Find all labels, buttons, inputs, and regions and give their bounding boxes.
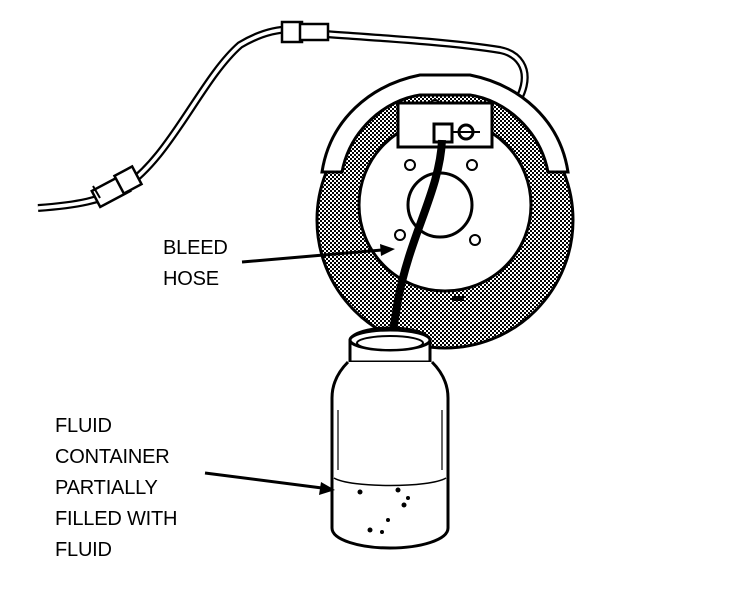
brake-backing-plate — [315, 90, 575, 350]
fluid-container — [330, 326, 450, 550]
bleed-hose-label: BLEED HOSE — [163, 237, 233, 290]
fluid-container-label: FLUID CONTAINER PARTIALLY FILLED WITH FL… — [55, 415, 183, 561]
leader-arrow-bleed-hose — [241, 244, 395, 264]
leader-arrow-fluid-container — [204, 471, 335, 495]
wheel-cylinder — [396, 101, 494, 149]
line-fitting-upper — [280, 20, 330, 44]
brake-shroud — [320, 73, 570, 174]
line-fitting-lower — [90, 164, 144, 209]
